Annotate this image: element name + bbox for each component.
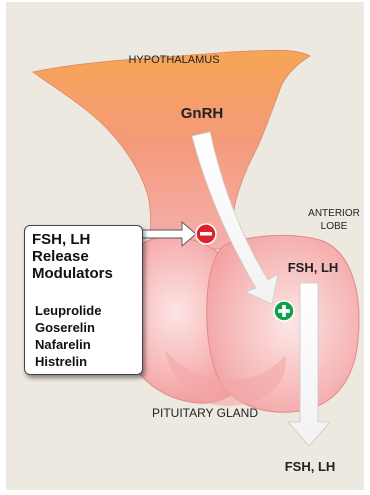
fsh-lh-output-label: FSH, LH xyxy=(285,459,336,474)
plus-circle-icon xyxy=(274,301,294,321)
hypothalamus-label: HYPOTHALAMUS xyxy=(128,54,219,66)
anterior-lobe-label-line2: LOBE xyxy=(321,221,348,232)
fsh-lh-inside-label: FSH, LH xyxy=(288,260,339,275)
anterior-lobe-label: ANTERIOR xyxy=(308,208,360,219)
drug-item: Nafarelin xyxy=(35,336,101,353)
gnrh-label: GnRH xyxy=(181,105,224,122)
minus-circle-icon xyxy=(196,224,216,244)
pituitary-gland-label: PITUITARY GLAND xyxy=(152,406,258,420)
hypothalamus-shape xyxy=(33,50,310,252)
callout-title: FSH, LH Release Modulators xyxy=(32,231,142,282)
release-modulators-callout: FSH, LH Release Modulators Leuprolide Go… xyxy=(24,225,143,375)
drug-item: Histrelin xyxy=(35,353,101,370)
drug-item: Goserelin xyxy=(35,319,101,336)
drug-list: Leuprolide Goserelin Nafarelin Histrelin xyxy=(35,302,101,370)
drug-item: Leuprolide xyxy=(35,302,101,319)
